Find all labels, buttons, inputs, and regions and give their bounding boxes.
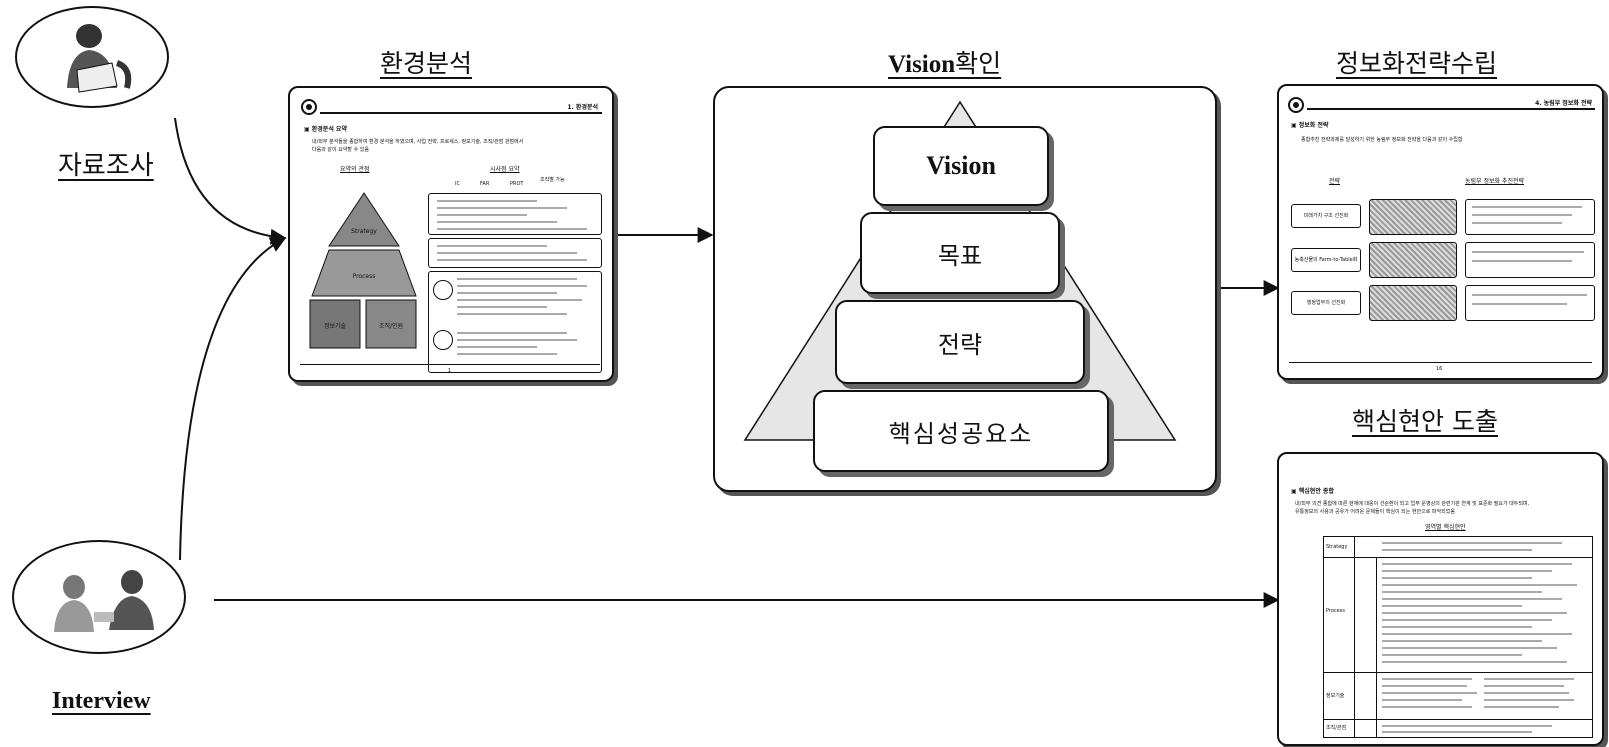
strategy-mid-1 (1369, 199, 1457, 235)
key-issues-document: ▣ 핵심현안 종합 내/외부 의견 종합에 따른 현재에 대응이 선순환이 되고… (1277, 452, 1604, 746)
summary-box-3 (428, 271, 602, 373)
research-person-oval (15, 6, 169, 108)
strategy-detail-2 (1465, 242, 1595, 278)
strategy-row-1: 미래가치 구조 선진화 (1291, 204, 1361, 228)
vision-check-title: Vision확인 (888, 44, 1001, 80)
strategy-detail-1 (1465, 199, 1595, 235)
issues-table-title: 영역별 핵심현안 (1425, 524, 1466, 531)
doc-desc-2: 유통정보의 사용과 공유가 어려운 문제들이 핵심이 되는 현안으로 파악되었음 (1295, 509, 1455, 515)
issues-row-it: 정보기술 (1326, 693, 1345, 699)
doc-desc: 종합추진 전략과제를 달성하기 위한 농림부 정보화 전략을 다음과 같이 수립… (1301, 137, 1463, 143)
doc-page-number: 16 (1436, 366, 1443, 372)
pyramid-strategy: 전략 (835, 300, 1085, 384)
vision-check-ko: 확인 (955, 49, 1002, 78)
vision-check-en: Vision (888, 51, 956, 78)
strategy-col1: 전략 (1329, 178, 1341, 185)
col-org: 조직별 가능 (540, 177, 565, 183)
vision-pyramid-frame: Vision 목표 전략 핵심성공요소 (713, 86, 1217, 492)
strategy-detail-3 (1465, 285, 1595, 321)
doc-footer-rule (300, 364, 600, 365)
doc-section-label: 1. 환경분석 (567, 104, 598, 111)
right-col-header: 시사점 요약 (490, 166, 520, 173)
arrow-research-to-env (174, 117, 287, 245)
logo-icon (1288, 97, 1304, 113)
issues-row-process: Process (1326, 608, 1345, 614)
key-issues-title: 핵심현안 도출 (1352, 407, 1498, 436)
research-label: 자료조사 (58, 151, 154, 181)
strategy-row-3: 행정업무의 선진화 (1291, 291, 1361, 315)
doc-desc-2: 다음과 같이 요약할 수 있음 (312, 147, 369, 153)
doc-header-rule (320, 112, 602, 114)
summary-box-2 (428, 238, 602, 268)
doc-heading: ▣ 정보화 전략 (1291, 122, 1329, 129)
strategy-mid-2 (1369, 242, 1457, 278)
doc-page-number: 1 (448, 368, 452, 374)
mini-pyr-strategy: Strategy (351, 228, 377, 235)
left-col-header: 요약의 관점 (340, 166, 370, 173)
mini-pyramid: Strategy Process 정보기술 조직/인원 (309, 192, 417, 349)
issues-row-org: 조직/관점 (1326, 725, 1347, 731)
doc-header-rule (1307, 108, 1595, 110)
doc-heading: ▣ 환경분석 요약 (304, 126, 347, 133)
col-ic: IC (455, 181, 460, 187)
mini-pyr-process: Process (353, 273, 376, 280)
reading-person-icon (67, 24, 132, 93)
doc-desc-1: 내/외부 분석들을 종합하여 환경 분석을 하였으며, 사업 전략, 프로세스,… (312, 139, 524, 145)
strategy-row-2: 농축산물의 Farm-to-Table화 (1291, 248, 1361, 272)
doc-desc-1: 내/외부 의견 종합에 따른 현재에 대응이 선순환이 되고 업무 운영상의 관… (1295, 501, 1530, 507)
strategy-document: 4. 농림부 정보화 전략 ▣ 정보화 전략 종합추진 전략과제를 달성하기 위… (1277, 84, 1604, 380)
doc-heading: ▣ 핵심현안 종합 (1291, 488, 1334, 495)
logo-icon (301, 99, 317, 115)
mini-pyr-it: 정보기술 (324, 322, 347, 330)
mini-pyr-org: 조직/인원 (379, 322, 403, 330)
arrow-interview-to-env (179, 237, 287, 561)
doc-section-label: 4. 농림부 정보화 전략 (1535, 100, 1592, 107)
issues-row-strategy: Strategy (1326, 544, 1348, 550)
env-analysis-document: 1. 환경분석 ▣ 환경분석 요약 내/외부 분석들을 종합하여 환경 분석을 … (288, 86, 614, 382)
strategy-col2: 농림부 정보화 추진전략 (1465, 178, 1525, 185)
col-far: FAR (480, 181, 490, 187)
strategy-plan-title: 정보화전략수립 (1336, 49, 1498, 78)
col-prot: PROT (510, 181, 524, 187)
pyramid-csf: 핵심성공요소 (813, 390, 1109, 472)
strategy-mid-3 (1369, 285, 1457, 321)
issues-table: Strategy Process 정보기술 조직/관점 (1323, 536, 1593, 738)
meeting-people-icon (54, 570, 154, 632)
pyramid-goal: 목표 (860, 212, 1060, 294)
doc-footer-rule (1289, 362, 1592, 363)
pyramid-vision: Vision (873, 126, 1049, 206)
interview-label: Interview (52, 688, 151, 714)
summary-box-1 (428, 193, 602, 235)
interview-people-oval (12, 540, 186, 654)
env-analysis-title: 환경분석 (380, 49, 473, 78)
